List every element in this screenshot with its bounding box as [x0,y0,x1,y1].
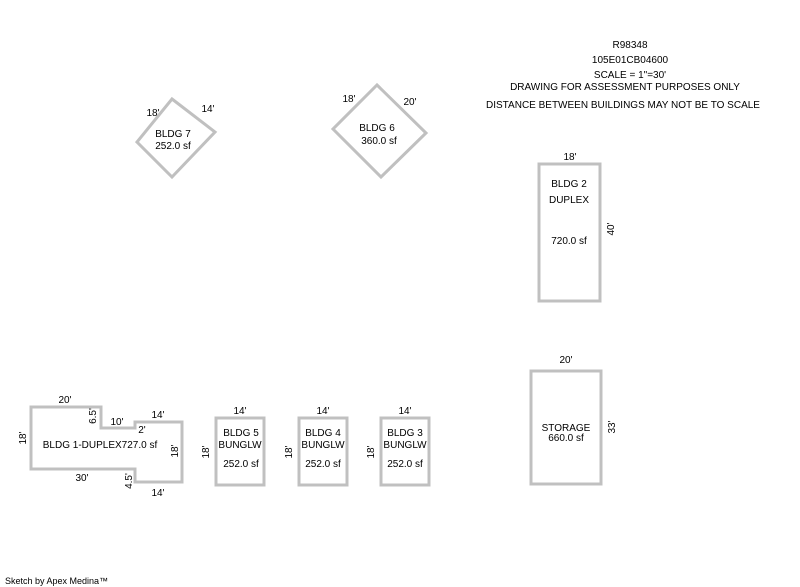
dim-label: 40' [606,222,617,235]
building-name: BLDG 3 [387,428,423,439]
building-area: 252.0 sf [305,459,341,470]
assessment-note: DRAWING FOR ASSESSMENT PURPOSES ONLY [510,82,740,93]
building-2-outline [537,162,602,303]
scale-label: SCALE = 1"=30' [594,70,666,81]
building-name: BLDG 4 [305,428,341,439]
building-type: BUNGLW [218,440,262,451]
dim-label: 30' [75,473,88,484]
building-3-outline [379,416,431,487]
dim-label: 18' [366,445,377,458]
map-number: 105E01CB04600 [592,55,669,66]
building-7-outline [134,96,218,180]
dim-label: 6.5' [88,408,99,424]
dim-label: 20' [58,395,71,406]
building-name: BLDG 7 [155,129,191,140]
dim-label: 14' [151,488,164,499]
building-6-outline [330,82,429,180]
building-1: 20' 6.5' 10' 2' 14' 18' 18' 30' 4.5' 14'… [18,395,184,499]
building-type: BUNGLW [301,440,345,451]
dim-label: 14' [151,410,164,421]
building-2: 18' 40' BLDG 2 DUPLEX 720.0 sf [537,152,617,303]
dim-label: 18' [201,445,212,458]
dim-label: 18' [146,108,159,119]
building-6: 18' 20' BLDG 6 360.0 sf [330,82,429,180]
building-1-outline [29,405,184,484]
dim-label: 20' [403,97,416,108]
dim-label: 33' [607,420,618,433]
dim-label: 14' [316,406,329,417]
distance-note: DISTANCE BETWEEN BUILDINGS MAY NOT BE TO… [486,100,760,111]
building-type: DUPLEX [549,195,589,206]
dim-label: 14' [201,104,214,115]
dim-label: 14' [398,406,411,417]
building-4: 14' 18' BLDG 4 BUNGLW 252.0 sf [284,406,349,487]
building-7: 18' 14' BLDG 7 252.0 sf [134,96,218,180]
storage-outline [529,369,603,486]
dim-label: 18' [18,431,29,444]
dim-label: 18' [170,444,181,457]
building-5-outline [214,416,266,487]
building-area: 720.0 sf [551,236,587,247]
dim-label: 4.5' [124,473,135,489]
building-name: BLDG 2 [551,179,587,190]
building-area: 252.0 sf [223,459,259,470]
dim-label: 18' [342,94,355,105]
building-area: 252.0 sf [155,141,191,152]
building-area: 252.0 sf [387,459,423,470]
building-area: 660.0 sf [548,433,584,444]
parcel-id: R98348 [612,40,647,51]
dim-label: 18' [284,445,295,458]
building-area: 360.0 sf [361,136,397,147]
building-type: BUNGLW [383,440,427,451]
building-name: BLDG 6 [359,123,395,134]
storage-building: 20' 33' STORAGE 660.0 sf [529,355,618,486]
sketch-credit: Sketch by Apex Medina™ [5,576,108,586]
dim-label: 14' [233,406,246,417]
dim-label: 2' [138,425,146,436]
dim-label: 18' [563,152,576,163]
building-name: STORAGE [542,423,591,434]
building-label: BLDG 1-DUPLEX727.0 sf [43,440,158,451]
building-5: 14' 18' BLDG 5 BUNGLW 252.0 sf [201,406,266,487]
building-4-outline [297,416,349,487]
dim-label: 20' [559,355,572,366]
dim-label: 10' [110,417,123,428]
building-3: 14' 18' BLDG 3 BUNGLW 252.0 sf [366,406,431,487]
building-name: BLDG 5 [223,428,259,439]
